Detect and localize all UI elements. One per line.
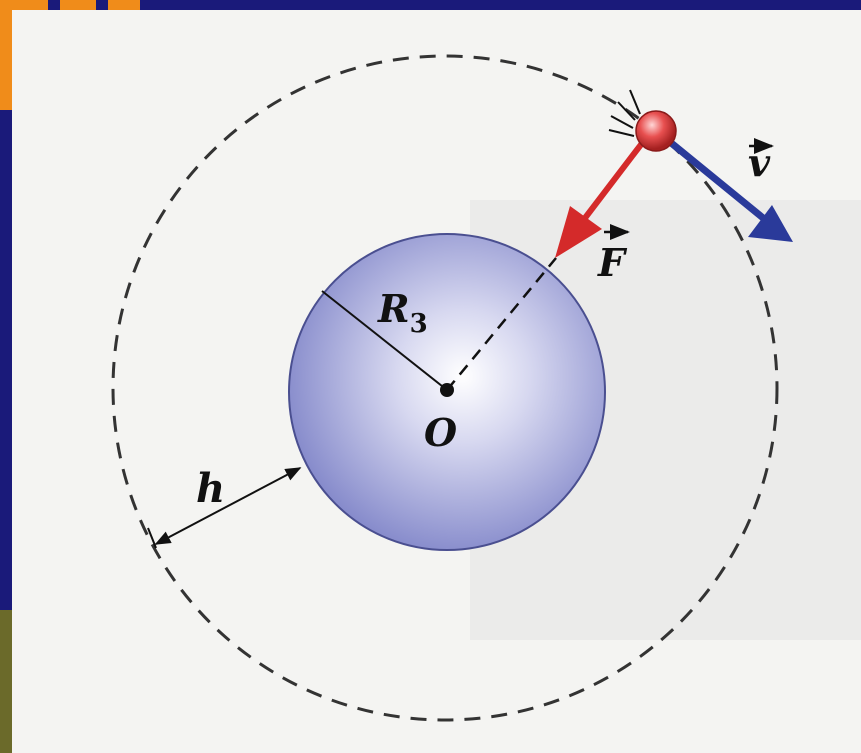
satellite bbox=[635, 110, 677, 152]
side-stripe bbox=[0, 610, 14, 753]
motion-lines bbox=[608, 89, 641, 137]
height-dimension bbox=[154, 467, 302, 545]
center-label: O bbox=[424, 410, 457, 455]
height-label: h bbox=[196, 465, 225, 512]
force-arrow-shaft bbox=[582, 136, 649, 220]
height-tick bbox=[147, 527, 157, 549]
force-arrowhead bbox=[555, 206, 602, 258]
velocity-arrowhead bbox=[748, 205, 793, 242]
force-label: F bbox=[597, 240, 628, 285]
accent-block-gap bbox=[48, 0, 60, 12]
accent-block-gap-2 bbox=[96, 0, 108, 12]
radius-label-main: R bbox=[377, 286, 410, 331]
orbit-circle bbox=[111, 54, 779, 722]
radius-label: R3 bbox=[377, 286, 428, 339]
radius-line bbox=[321, 290, 448, 391]
radius-label-sub: 3 bbox=[410, 309, 428, 339]
velocity-arrow-shaft bbox=[667, 139, 771, 225]
center-to-satellite-line bbox=[446, 257, 557, 391]
center-point bbox=[440, 383, 454, 397]
